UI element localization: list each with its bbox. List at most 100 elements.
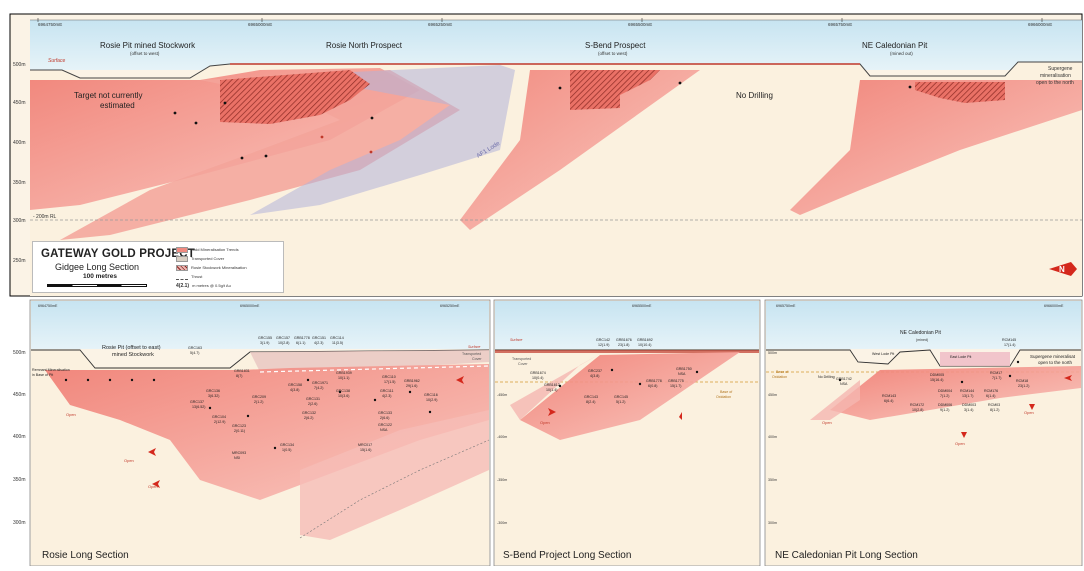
legend-key: Transported Cover: [176, 254, 281, 263]
easting-label: 6966000mE: [1044, 304, 1064, 308]
hole-id: GRC136: [206, 389, 220, 393]
hole-id: RCM03: [988, 403, 1000, 407]
hole-id: GRC123: [232, 424, 246, 428]
easting-label: 6965000mE: [240, 304, 260, 308]
cover-label-2: Cover: [518, 362, 528, 366]
hole-id: GRC142: [596, 338, 610, 342]
hole-id: GRC114: [330, 336, 344, 340]
hole-id: GRC110: [382, 375, 396, 379]
base-oxidation-label-2: Oxidation: [716, 395, 731, 399]
rl-label: 250m: [13, 258, 26, 264]
hole-id: DDM004: [938, 389, 952, 393]
hole-val: 17(1.5): [384, 380, 395, 384]
easting-label: 6965500mE: [632, 304, 652, 308]
easting-label: 6965750mE: [828, 22, 852, 27]
hole-id: GRC116: [424, 393, 438, 397]
hole-val: 2(0.11): [234, 429, 245, 433]
hole-val: 8(7): [236, 374, 242, 378]
hole-val: NSA: [678, 372, 686, 376]
hole-val: 8(1.2): [990, 408, 999, 412]
rosie-pit-sub: (offset to west): [130, 51, 160, 56]
hole-val: 13(6.52): [192, 405, 205, 409]
hole-id: GRC122: [378, 423, 392, 427]
hole-val: 5(1.2): [616, 400, 625, 404]
hole-id: GRC137: [190, 400, 204, 404]
target-label-2: estimated: [100, 101, 135, 110]
hole-id: RCM17: [990, 371, 1002, 375]
hole-id: GRC133: [378, 411, 392, 415]
hole-id: GRC209: [252, 395, 266, 399]
legend-swatch: [176, 264, 188, 271]
hole-val: 15(1.7): [670, 384, 681, 388]
rl-label: 400m: [768, 435, 777, 439]
cover-label-2: Cover: [472, 357, 482, 361]
hole-val: 6(0.8): [648, 384, 657, 388]
hole-id: GRC155: [258, 336, 272, 340]
hole-val: 10(0.4): [532, 376, 543, 380]
legend-key-label: Gold Mineralisation Trends: [191, 247, 239, 252]
open-label: Open: [148, 484, 158, 489]
hole-val: 2(6.6): [380, 416, 389, 420]
hole-id: RCM176: [984, 389, 998, 393]
supergene-label-2: mineralisation: [1040, 73, 1071, 79]
hole-id: GRC134: [280, 443, 294, 447]
easting-label: 6965250mE: [428, 22, 452, 27]
remnant-note-2: in Base of Pit: [32, 373, 53, 377]
hole-val: 6(6.4): [884, 399, 893, 403]
hole-id: RCM18: [1016, 379, 1028, 383]
hole-val: 10(10.4): [638, 343, 651, 347]
project-subtitle: Gidgee Long Section: [55, 262, 140, 272]
hole-id: GRC158: [288, 383, 302, 387]
rl-label: -300m: [497, 521, 507, 525]
rl-label: 300m: [13, 520, 26, 526]
rl-label: 300m: [13, 218, 26, 224]
cover-label: Transported: [512, 357, 531, 361]
hole-val: 15(16.4): [930, 378, 943, 382]
hole-val: 10(2.9): [426, 398, 437, 402]
north-arrow-icon: N: [1049, 262, 1077, 276]
open-label: Open: [822, 420, 832, 425]
hole-id: GRB1831: [234, 369, 250, 373]
hole-val: 10(2.8): [912, 408, 923, 412]
hole-id: GRC237: [588, 369, 602, 373]
hole-id: GRC131: [306, 397, 320, 401]
nec-pit-label: NE Caledonian Pit: [900, 330, 941, 336]
surface-label: Surface: [48, 58, 65, 64]
rosie-pit-label: Rosie Pit mined Stockwork: [100, 41, 196, 50]
rosie-pit-note-2: mined Stockwork: [112, 352, 154, 358]
rl-label: 300m: [768, 521, 777, 525]
rl-label: -400m: [497, 435, 507, 439]
hole-val: 7(1.7): [992, 376, 1001, 380]
sbend-section-title: S-Bend Project Long Section: [503, 550, 632, 561]
hole-id: GRC132: [302, 411, 316, 415]
hole-id: MRC093: [232, 451, 246, 455]
hole-id: GRC163: [188, 346, 202, 350]
hole-val: 10(1.1): [338, 376, 349, 380]
legend-swatch: [176, 246, 188, 253]
legend-key-label: m metres @ 0.5g/t Au: [192, 283, 231, 288]
legend-swatch: [176, 255, 188, 262]
hole-val: 2(2.6): [308, 402, 317, 406]
hole-val: 3(6.32): [208, 394, 219, 398]
open-label: Open: [1024, 410, 1034, 415]
hole-val: 6(1.1): [296, 341, 305, 345]
hole-val: 15(1.6): [360, 448, 371, 452]
hole-id: RCM144: [960, 389, 974, 393]
rosie-pit-note: Rosie Pit (offset to east): [102, 345, 161, 351]
rl-label: 350m: [768, 478, 777, 482]
legend-key-label: Thrust: [191, 274, 203, 279]
hole-id: GRC104: [212, 415, 226, 419]
hole-val: 9(1.2): [940, 408, 949, 412]
hole-val: 4(3.8): [290, 388, 299, 392]
easting-label: 6964750mE: [38, 304, 58, 308]
hole-val: 2(6.2): [304, 416, 313, 420]
hole-id: GRB1962: [404, 379, 420, 383]
hole-val: NSI: [234, 456, 240, 460]
base-oxidation-label-2: Oxidation: [772, 375, 787, 379]
hole-val: 17(1.4): [1004, 343, 1015, 347]
hole-id: RCM172: [910, 403, 924, 407]
rl-label: 500m: [768, 351, 777, 355]
hole-id: GRB1674: [530, 371, 546, 375]
hole-id: GRB1778: [294, 336, 310, 340]
